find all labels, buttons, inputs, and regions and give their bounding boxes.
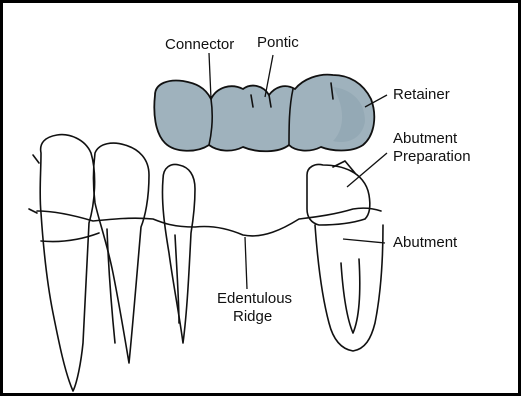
gum-line-lower <box>41 233 99 242</box>
tooth-1-line <box>29 155 39 213</box>
label-connector: Connector <box>165 36 234 53</box>
label-retainer: Retainer <box>393 86 450 103</box>
tooth-2-root-line <box>107 229 115 343</box>
teeth-left <box>29 135 195 391</box>
leader-connector <box>209 53 211 99</box>
abutment-root-inner <box>341 259 360 333</box>
label-pontic: Pontic <box>257 34 299 51</box>
label-edentulous-2: Ridge <box>233 308 272 325</box>
leader-abutment <box>343 239 385 243</box>
tooth-1 <box>40 135 95 391</box>
label-abutment: Abutment <box>393 234 458 251</box>
label-abutment-preparation-1: Abutment <box>393 130 458 147</box>
tooth-3-root-line <box>175 235 179 323</box>
bridge-prosthesis <box>154 75 374 152</box>
abutment-root <box>315 225 383 351</box>
label-edentulous-1: Edentulous <box>217 290 292 307</box>
abutment-tooth <box>307 161 383 351</box>
tooth-2 <box>94 143 150 363</box>
leader-edentulous <box>245 237 247 289</box>
bridge-diagram: Connector Pontic Retainer Abutment Prepa… <box>3 3 521 399</box>
label-abutment-preparation-2: Preparation <box>393 148 471 165</box>
